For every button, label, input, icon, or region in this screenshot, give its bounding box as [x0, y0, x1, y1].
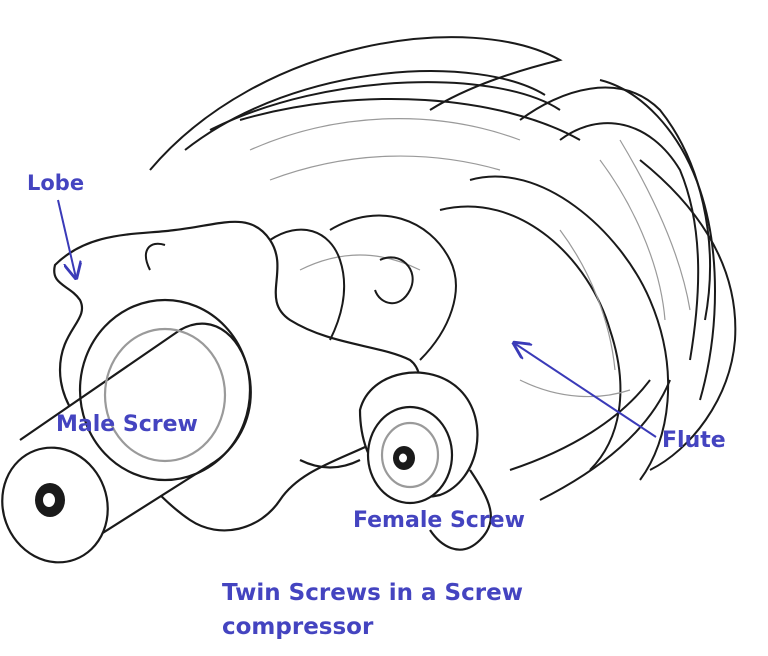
flute-arrow: [514, 343, 657, 438]
flute-shading: [249, 118, 691, 398]
male-screw-label: Male Screw: [56, 412, 198, 437]
female-screw-shaft: [299, 371, 492, 551]
lobe-label: Lobe: [27, 171, 85, 195]
flute-label: Flute: [662, 428, 726, 453]
female-screw-label: Female Screw: [353, 508, 525, 533]
lobe-arrow: [57, 199, 76, 278]
male-rotor-lobes: [145, 214, 457, 361]
label-arrows: [57, 199, 657, 438]
female-screw-flutes: [149, 36, 737, 501]
figure-caption: Twin Screws in a Screw compressor: [222, 580, 523, 640]
male-screw-shaft: [1, 298, 252, 564]
